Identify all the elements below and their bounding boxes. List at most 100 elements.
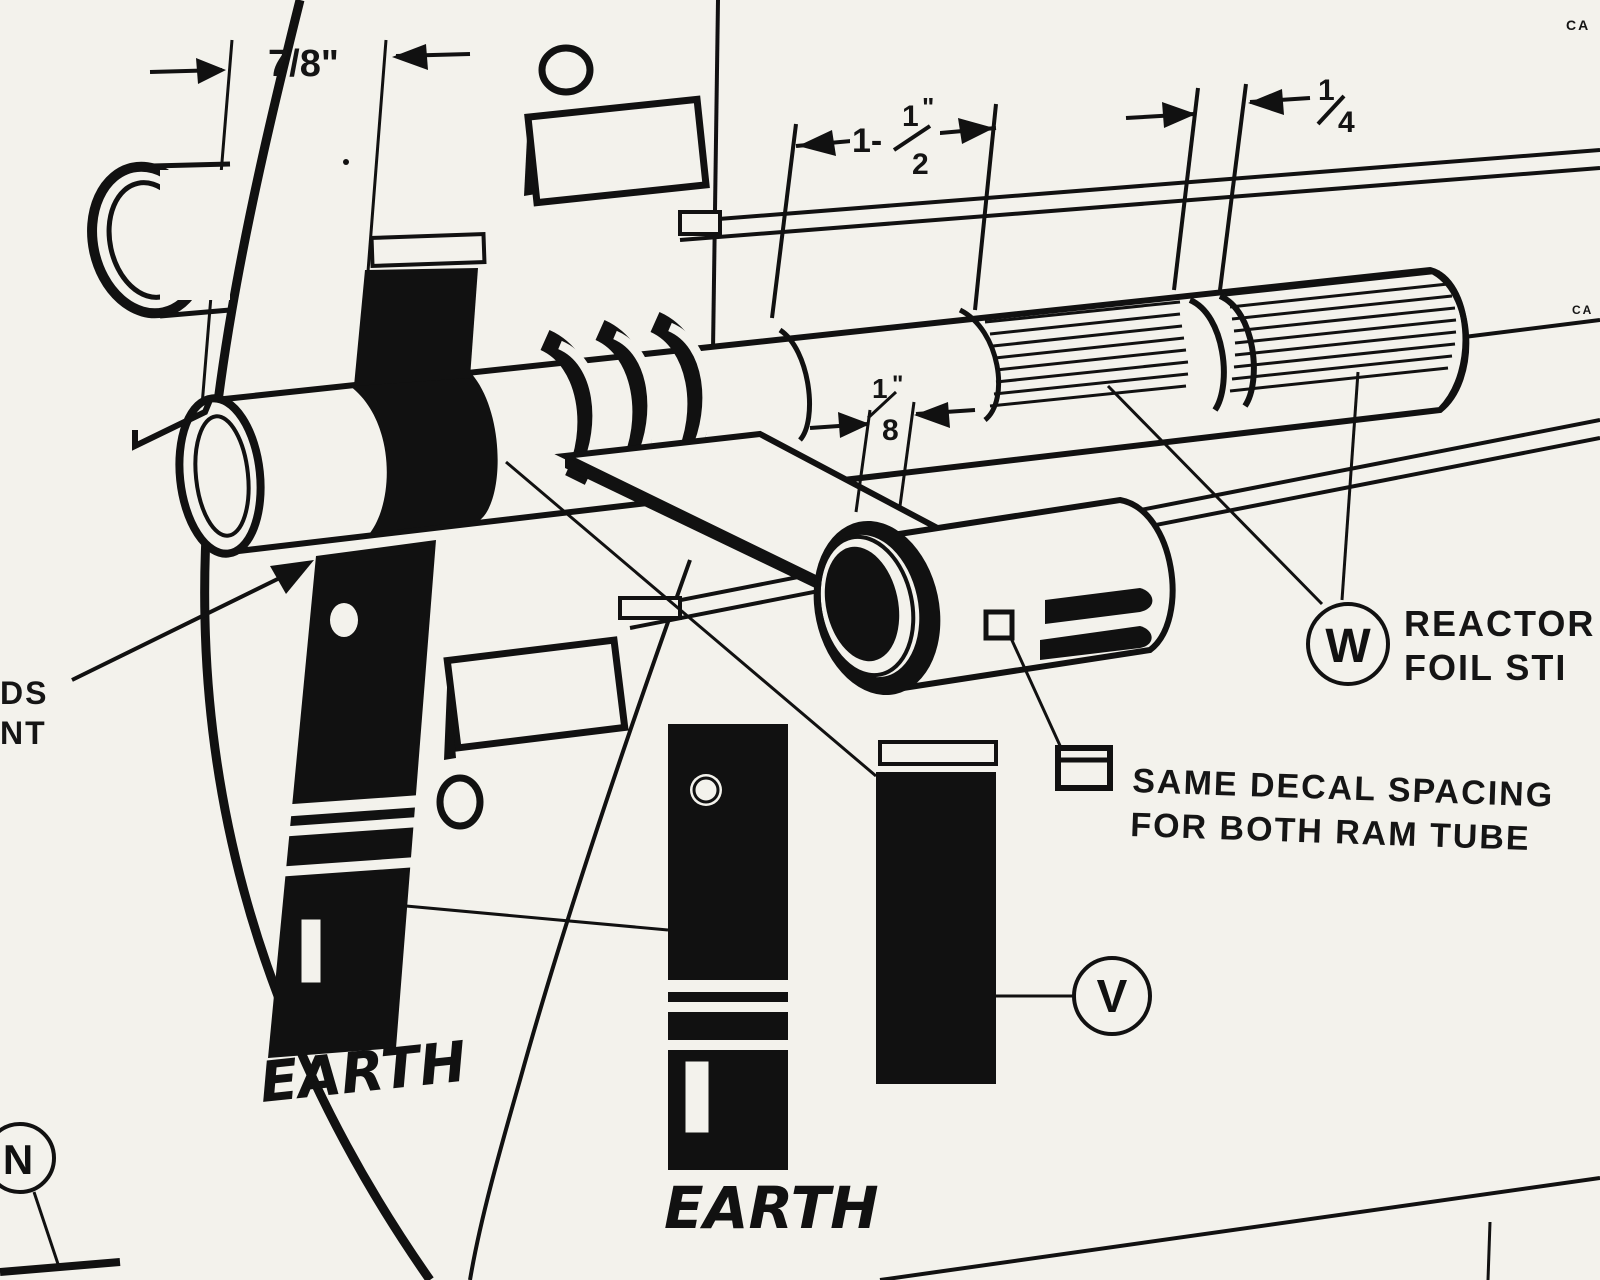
left-label-line1: DS <box>0 675 48 711</box>
dim-arrow <box>838 412 870 438</box>
decal-strip-gap <box>267 816 429 838</box>
reactor-ring <box>1188 297 1227 412</box>
decal-strip-gap <box>269 794 431 818</box>
fraction-bar <box>866 390 898 420</box>
porthole-mid <box>436 774 484 830</box>
decal-note-icon <box>1055 745 1113 791</box>
small-tube-slot <box>1045 588 1153 624</box>
reactor-ring <box>1218 293 1257 408</box>
small-tube-slot <box>1040 626 1152 660</box>
decal-v-black <box>876 772 996 1084</box>
dimension-seven-eighths: 7/8" <box>268 43 339 85</box>
leader-band <box>505 460 877 778</box>
rivet-dot <box>343 159 349 165</box>
hull-inner-curve <box>468 559 692 1280</box>
pointer-arrow-line <box>71 566 301 682</box>
rail-top <box>679 148 1600 224</box>
ext-line <box>973 103 998 311</box>
dim-arrow <box>196 58 226 84</box>
hull-curve <box>200 0 434 1280</box>
callout-w-circle <box>1306 602 1390 686</box>
decal-center-window <box>682 1058 712 1136</box>
dim-arrow <box>1162 102 1196 128</box>
left-label-line2: NT <box>0 715 47 751</box>
dim-arrow <box>914 402 950 428</box>
dimension-one-eighth-mark: " <box>892 371 903 398</box>
leader-n-end <box>0 1258 121 1276</box>
leader-n <box>32 1191 62 1271</box>
support-plate-edge <box>565 456 840 600</box>
callout-v: V <box>1097 970 1128 1022</box>
decal-strip-upper-black <box>354 268 478 386</box>
decal-v-white <box>878 740 998 766</box>
tube-seam <box>958 307 1002 422</box>
dim-arrow <box>392 44 428 70</box>
leader-strip <box>405 904 669 932</box>
frame-line <box>879 1176 1600 1280</box>
ext-line <box>1218 83 1248 291</box>
frame-line <box>1486 1221 1492 1280</box>
callout-w: W <box>1325 620 1371 673</box>
dim-arrow <box>958 118 994 144</box>
small-decal-leader <box>1008 635 1064 751</box>
ext-line <box>770 123 798 319</box>
reactor-foil-stripes <box>984 270 1457 408</box>
porthole-top <box>538 44 594 96</box>
corner-label-mid: CA <box>1572 303 1593 317</box>
decal-strip-gap <box>265 856 427 878</box>
thruster-edge <box>151 161 231 169</box>
dimension-one-eighth-num: 1 <box>872 373 888 404</box>
decal-center-gap <box>668 1040 788 1050</box>
dimension-one-half-mark: " <box>922 92 934 122</box>
tube-opening-inner <box>193 414 251 538</box>
decal-center-gap <box>668 980 788 992</box>
decal-strip-circle <box>330 603 358 637</box>
hatch-panel-shadow <box>524 118 536 196</box>
ext-line <box>1172 87 1200 291</box>
tube-bulge <box>778 327 812 442</box>
ext-line <box>854 409 872 513</box>
panel-bar-top <box>678 210 722 236</box>
tube-rib-gap <box>612 330 657 462</box>
dimension-one-quarter-den: 4 <box>1338 106 1355 139</box>
small-tube-interior <box>824 546 900 662</box>
rail-top-2 <box>679 166 1600 242</box>
hook-wire <box>132 398 213 451</box>
decal-strip-window <box>298 916 324 986</box>
fraction-bar <box>892 124 932 152</box>
callout-n-circle <box>0 1122 56 1194</box>
reactor-label-line2: FOIL STI <box>1404 647 1567 688</box>
dimension-one-half-lead: 1- <box>852 122 882 160</box>
thruster-edge <box>159 307 231 319</box>
small-decal <box>983 609 1015 641</box>
reactor-end <box>1428 267 1470 413</box>
decal-center-gap <box>668 1002 788 1012</box>
tube-band-black <box>350 372 498 533</box>
reactor-label-line1: REACTOR <box>1404 603 1595 644</box>
small-tube-inner-rim <box>816 534 916 678</box>
fraction-bar <box>1316 94 1346 126</box>
leader-w <box>1106 384 1324 606</box>
dim-text-bg <box>850 100 940 180</box>
thruster-body <box>160 170 230 300</box>
ext-line <box>898 401 916 507</box>
same-decal-line2: FOR BOTH RAM TUBE <box>1130 806 1532 858</box>
dimension-one-quarter-num: 1 <box>1318 74 1335 107</box>
hatch-panel-mid <box>443 636 629 752</box>
dim-arrow <box>798 130 836 156</box>
callout-v-circle <box>1072 956 1152 1036</box>
dimension-one-eighth-den: 8 <box>882 414 899 447</box>
hatch-panel-top <box>524 95 710 207</box>
decal-earth-center: EARTH <box>664 1174 879 1242</box>
pointer-arrowhead <box>270 560 314 594</box>
dimension-one-half-num: 1 <box>902 100 919 133</box>
dim-arrow <box>1248 89 1284 115</box>
leader-w <box>1340 371 1360 601</box>
hatch-panel-mid-shadow <box>444 664 456 760</box>
corner-label-top: CA <box>1566 17 1590 33</box>
same-decal-line1: SAME DECAL SPACING <box>1132 762 1555 815</box>
dimension-one-half-den: 2 <box>912 148 929 181</box>
callout-n: N <box>3 1136 33 1183</box>
